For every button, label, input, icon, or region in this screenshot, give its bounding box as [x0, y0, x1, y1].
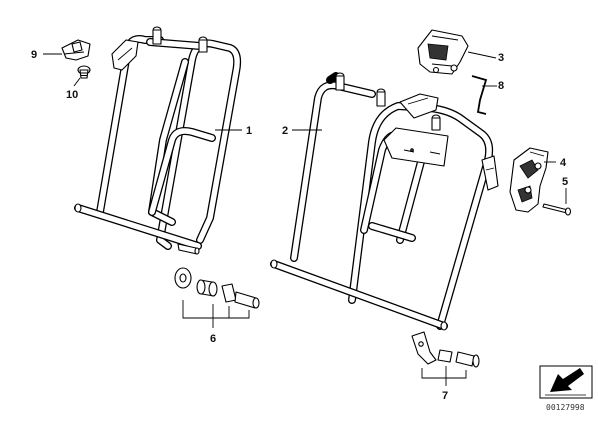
callout-4: 4 — [560, 157, 567, 169]
bracket-set-part-7 — [411, 331, 480, 386]
callout-8: 8 — [498, 80, 504, 92]
callout-3: 3 — [498, 52, 504, 64]
callout-10: 10 — [66, 89, 78, 101]
rod-part-8 — [471, 75, 488, 115]
backrest-frame-right — [270, 72, 499, 331]
screw-part-10 — [77, 65, 91, 79]
backrest-frame-left — [74, 26, 242, 255]
latch-part-4 — [509, 147, 549, 213]
callout-5: 5 — [562, 176, 568, 188]
lock-part-3 — [417, 29, 469, 75]
bushing-set-part-6 — [174, 267, 260, 328]
callout-1: 1 — [246, 125, 252, 137]
callout-6: 6 — [210, 333, 216, 345]
callout-9: 9 — [31, 49, 37, 61]
callout-2: 2 — [282, 125, 288, 137]
bolt-part-5 — [542, 203, 572, 216]
bracket-part-9 — [61, 39, 91, 61]
callout-7: 7 — [442, 390, 448, 402]
arrow-icon — [539, 365, 593, 399]
reference-code: 00127998 — [546, 403, 585, 412]
leader-lines — [43, 51, 567, 204]
